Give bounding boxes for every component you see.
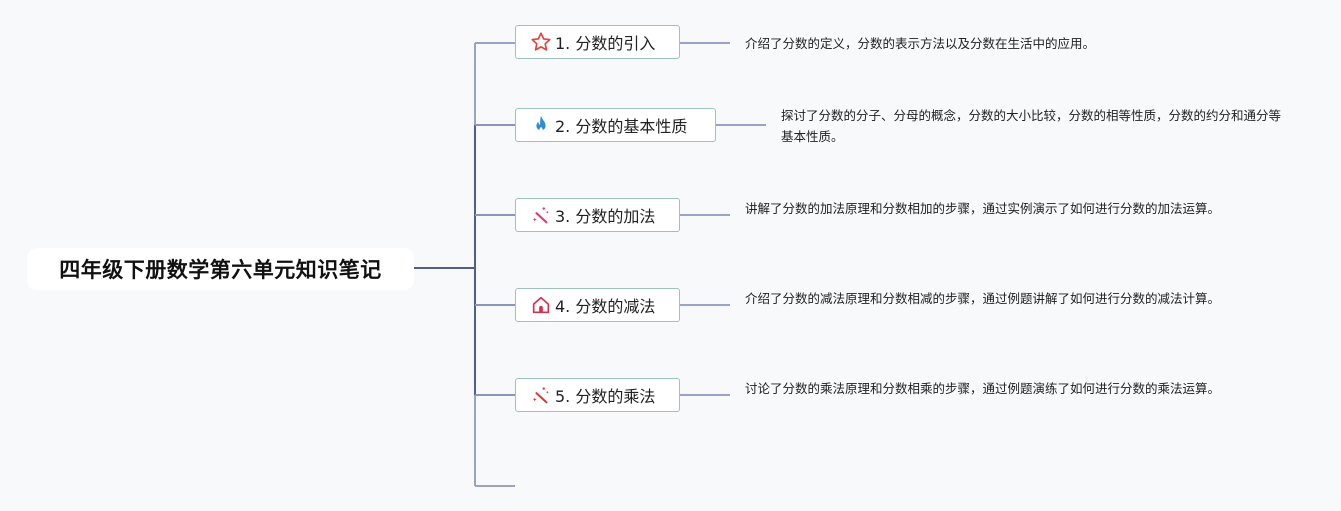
topic-description-2: 探讨了分数的分子、分母的概念，分数的大小比较，分数的相等性质，分数的约分和通分等… bbox=[781, 108, 1282, 144]
home-icon bbox=[530, 294, 552, 316]
topic-node-3[interactable]: 3. 分数的加法 bbox=[515, 198, 680, 232]
topic-node-5[interactable]: 5. 分数的乘法 bbox=[515, 378, 680, 412]
magic-wand-icon bbox=[530, 204, 552, 226]
topic-label: 3. 分数的加法 bbox=[555, 207, 656, 226]
fire-icon bbox=[530, 114, 552, 136]
topic-description-4: 介绍了分数的减法原理和分数相减的步骤，通过例题讲解了如何进行分数的减法计算。 bbox=[745, 291, 1221, 306]
topic-node-4[interactable]: 4. 分数的减法 bbox=[515, 288, 680, 322]
topic-description-3: 讲解了分数的加法原理和分数相加的步骤，通过实例演示了如何进行分数的加法运算。 bbox=[745, 201, 1221, 216]
topic-description-1: 介绍了分数的定义，分数的表示方法以及分数在生活中的应用。 bbox=[745, 36, 1096, 51]
topic-node-2[interactable]: 2. 分数的基本性质 bbox=[515, 108, 716, 142]
topic-node-1[interactable]: 1. 分数的引入 bbox=[515, 25, 680, 59]
star-icon bbox=[530, 31, 552, 53]
topic-label: 5. 分数的乘法 bbox=[555, 387, 656, 406]
magic-wand-icon bbox=[530, 384, 552, 406]
topic-description-5: 讨论了分数的乘法原理和分数相乘的步骤，通过例题演练了如何进行分数的乘法运算。 bbox=[745, 381, 1221, 396]
topic-label: 4. 分数的减法 bbox=[555, 297, 656, 316]
root-title: 四年级下册数学第六单元知识笔记 bbox=[59, 258, 382, 282]
topic-label: 1. 分数的引入 bbox=[555, 34, 656, 53]
root-topic[interactable]: 四年级下册数学第六单元知识笔记 bbox=[27, 248, 414, 290]
topic-label: 2. 分数的基本性质 bbox=[555, 117, 688, 136]
